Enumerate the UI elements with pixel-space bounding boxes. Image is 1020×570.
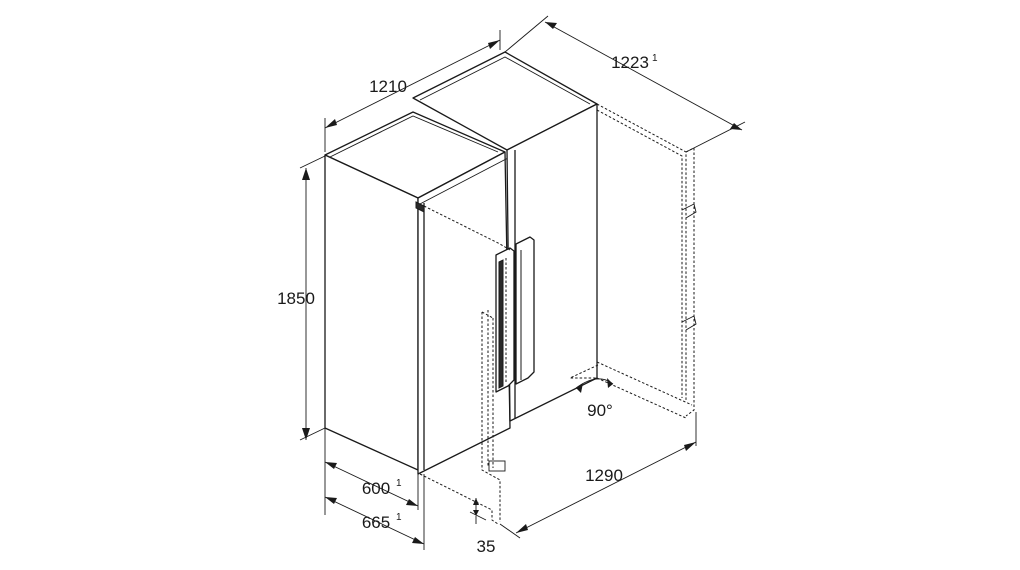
label-height: 1850 (277, 289, 315, 308)
dimension-width-1210 (324, 30, 501, 152)
left-cabinet-side (324, 154, 419, 471)
label-depth-with-door-note: 1 (396, 512, 402, 523)
label-depth-body: 600 (362, 479, 390, 498)
label-handle-clearance: 35 (477, 537, 496, 556)
label-width-total: 1210 (369, 77, 407, 96)
label-depth-open-note: 1 (652, 53, 658, 64)
label-width-door-open: 1290 (585, 466, 623, 485)
dimension-height-1850 (299, 155, 326, 441)
dimension-depth-600 (324, 428, 419, 515)
label-depth-open: 1223 (611, 53, 649, 72)
dimension-clearance-35 (469, 498, 487, 524)
label-depth-body-note: 1 (396, 478, 402, 489)
dimension-depth-1223 (504, 15, 746, 153)
right-door-open-outline (569, 103, 697, 419)
left-cabinet-door (417, 151, 511, 475)
dimension-width-1290 (499, 412, 697, 539)
label-door-angle: 90° (587, 401, 613, 420)
door-handles (495, 236, 535, 393)
left-door-open-outline (419, 205, 511, 525)
left-cabinet (324, 111, 511, 475)
dimension-depth-665 (324, 474, 425, 550)
right-door-handle (515, 236, 535, 385)
label-depth-with-door: 665 (362, 513, 390, 532)
